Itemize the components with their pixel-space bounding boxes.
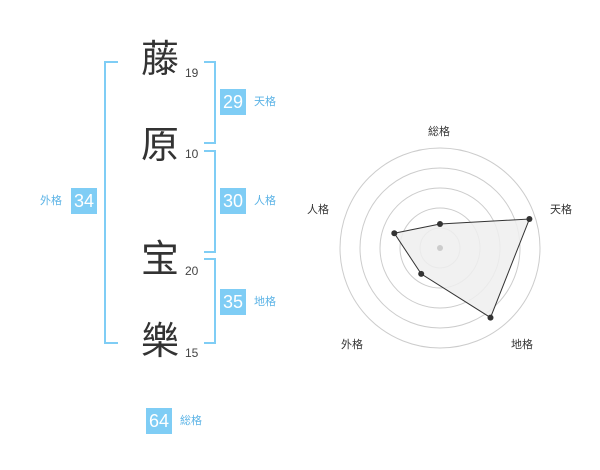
- radar-axis-label-gaikaku: 外格: [341, 338, 363, 351]
- radar-axis-label-tenkaku: 天格: [550, 203, 572, 216]
- jinkaku-value-badge: 30: [220, 188, 247, 214]
- name-char-4: 樂: [141, 319, 180, 363]
- chikaku-value-badge: 35: [220, 289, 247, 315]
- gaikaku-label: 外格: [40, 194, 62, 207]
- radar-axis-label-chikaku: 地格: [511, 338, 533, 351]
- name-char-2: 原: [141, 123, 180, 167]
- soukaku-label: 総格: [180, 414, 202, 427]
- gaikaku-value-badge: 34: [71, 188, 98, 214]
- radar-point-0: [437, 221, 443, 227]
- name-char-3-strokes: 20: [185, 264, 199, 278]
- chikaku-bracket: [204, 258, 216, 344]
- name-char-3: 宝: [141, 237, 180, 281]
- soukaku-value-badge: 64: [146, 408, 173, 434]
- radar-point-1: [526, 216, 533, 222]
- radar-point-3: [418, 270, 425, 277]
- radar-point-2: [487, 314, 494, 321]
- tenkaku-bracket: [204, 61, 216, 144]
- radar-polygon: [393, 218, 531, 319]
- radar-center-dot: [437, 245, 443, 251]
- gaikaku-bracket: [104, 61, 118, 344]
- name-char-1-strokes: 19: [185, 66, 199, 80]
- radar-chart: [339, 147, 541, 349]
- radar-axis-label-jinkaku: 人格: [307, 203, 329, 216]
- name-char-4-strokes: 15: [185, 346, 199, 360]
- radar-axis-label-soukaku: 総格: [428, 125, 450, 138]
- name-char-1: 藤: [141, 37, 180, 81]
- chikaku-label: 地格: [254, 295, 276, 308]
- jinkaku-label: 人格: [254, 194, 276, 207]
- tenkaku-value-badge: 29: [220, 89, 247, 115]
- tenkaku-label: 天格: [254, 95, 276, 108]
- radar-point-4: [391, 230, 398, 237]
- jinkaku-bracket: [204, 150, 216, 253]
- name-char-2-strokes: 10: [185, 147, 199, 161]
- radar-ring: [359, 167, 521, 329]
- radar-ring: [339, 147, 541, 349]
